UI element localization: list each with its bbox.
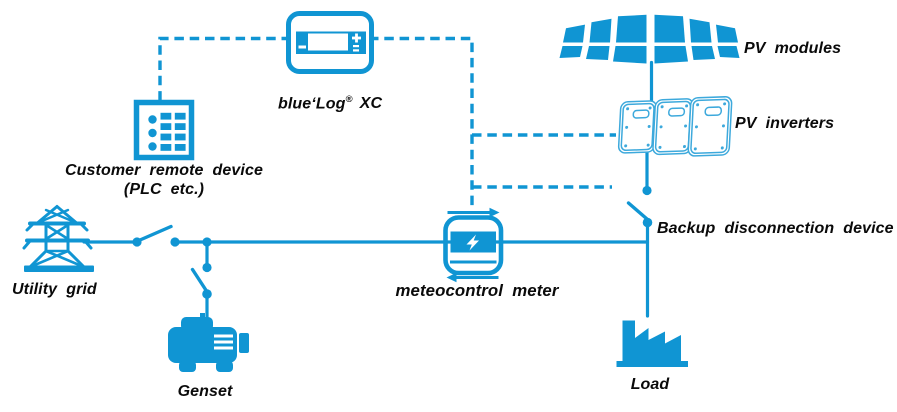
label-utility-grid: Utility grid: [12, 281, 97, 298]
label-bluelog-name: blue‘Log: [278, 95, 346, 113]
label-pv-modules: PV modules: [744, 40, 842, 57]
label-load: Load: [630, 376, 670, 393]
label-bluelog-model: XC: [359, 95, 383, 113]
label-backup-disconnection: Backup disconnection device: [657, 220, 894, 237]
label-meter: meteocontrol meter: [395, 281, 559, 300]
comm-line-bluelog-meter: [369, 36, 474, 209]
label-bluelog: blue‘Log® XC: [278, 94, 383, 113]
pv-modules-icon: [559, 14, 740, 64]
customer-remote-device-icon: [133, 99, 195, 161]
label-customer-remote-device-2: (PLC etc.): [123, 180, 205, 198]
label-pv-inverters: PV inverters: [735, 115, 835, 132]
label-bluelog-reg: ®: [345, 94, 353, 105]
label-genset: Genset: [177, 383, 233, 400]
genset-icon: [168, 313, 249, 372]
comm-line-bluelog-customer: [158, 36, 291, 101]
pv-inverters-icon: [617, 96, 733, 157]
comm-lines: [158, 36, 616, 209]
power-lines: [82, 60, 654, 324]
meter-icon: [443, 207, 504, 283]
label-customer-remote-device: Customer remote device: [65, 162, 263, 179]
utility-grid-icon: [22, 205, 94, 272]
bluelog-icon: [286, 11, 374, 74]
load-icon: [616, 320, 688, 367]
